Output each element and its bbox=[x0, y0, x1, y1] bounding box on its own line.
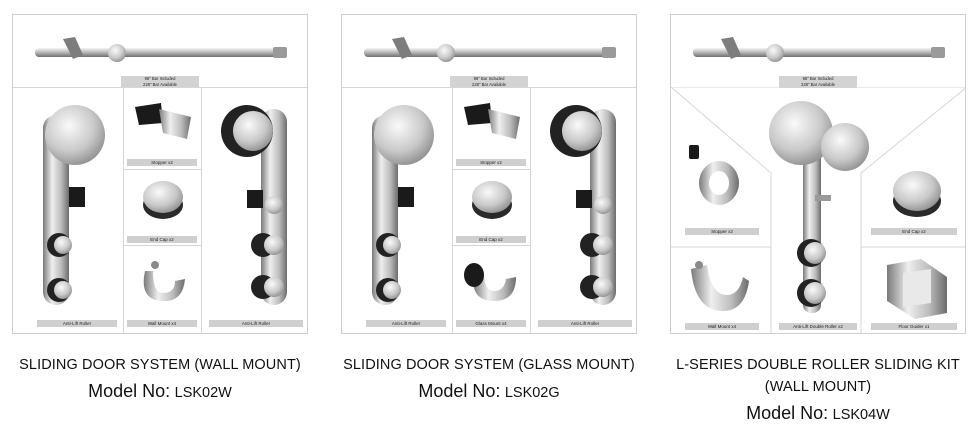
wall-mount-image bbox=[143, 261, 185, 302]
floor-guider-image bbox=[887, 259, 947, 319]
anti-lift-roller-image bbox=[43, 105, 105, 305]
label-end-cap: End Cap x2 bbox=[871, 228, 957, 235]
glass-mount-image bbox=[464, 263, 516, 301]
anti-lift-roller-image bbox=[372, 105, 434, 305]
model-number-glass-mount: Model No: LSK02G bbox=[418, 381, 560, 401]
rail-bar-image bbox=[35, 37, 287, 62]
label-glass-mount: Glass Mount x4 bbox=[456, 320, 526, 327]
model-number-wall-mount: Model No: LSK02W bbox=[88, 381, 232, 401]
label-end-cap: End Cap x2 bbox=[127, 236, 197, 243]
label-stopper: Stopper x2 bbox=[456, 159, 526, 166]
product-title-wall-mount[interactable]: SLIDING DOOR SYSTEM (WALL MOUNT) bbox=[19, 357, 301, 373]
label-stopper: Stopper x2 bbox=[685, 228, 759, 235]
label-wall-mount: Wall Mount x4 bbox=[127, 320, 197, 327]
stopper-image bbox=[689, 145, 739, 205]
label-anti-lift-roller: Anti-Lift Roller bbox=[37, 320, 117, 327]
label-anti-lift-roller-2: Anti-Lift Roller bbox=[538, 320, 632, 327]
product-title-double-roller-line-2[interactable]: (WALL MOUNT) bbox=[764, 379, 872, 395]
anti-lift-roller-image-2 bbox=[550, 105, 616, 305]
label-stopper: Stopper x2 bbox=[127, 159, 197, 166]
label-wall-mount: Wall Mount x4 bbox=[685, 323, 759, 330]
wall-mount-image bbox=[691, 261, 749, 311]
anti-lift-roller-image-2 bbox=[221, 105, 287, 305]
panel-dividers bbox=[671, 87, 965, 333]
rail-bar-image bbox=[364, 37, 616, 62]
label-anti-lift-roller-2: Anti-Lift Roller bbox=[209, 320, 303, 327]
label-anti-lift-roller: Anti-Lift Roller bbox=[366, 320, 446, 327]
product-title-double-roller-line-1[interactable]: L-SERIES DOUBLE ROLLER SLIDING KIT bbox=[676, 357, 960, 373]
double-roller-image bbox=[769, 101, 869, 313]
label-end-cap: End Cap x2 bbox=[456, 236, 526, 243]
model-number-double-roller: Model No: LSK04W bbox=[746, 403, 890, 423]
label-floor-guider: Floor Guider x1 bbox=[871, 323, 957, 330]
end-cap-image bbox=[472, 181, 512, 219]
stopper-image bbox=[464, 103, 520, 139]
stopper-image bbox=[135, 103, 191, 139]
label-double-roller: Anti-Lift Double Roller x2 bbox=[779, 323, 857, 330]
end-cap-image bbox=[143, 181, 183, 219]
rail-bar-image bbox=[693, 37, 945, 62]
end-cap-image bbox=[893, 171, 941, 217]
product-title-glass-mount[interactable]: SLIDING DOOR SYSTEM (GLASS MOUNT) bbox=[343, 357, 635, 373]
